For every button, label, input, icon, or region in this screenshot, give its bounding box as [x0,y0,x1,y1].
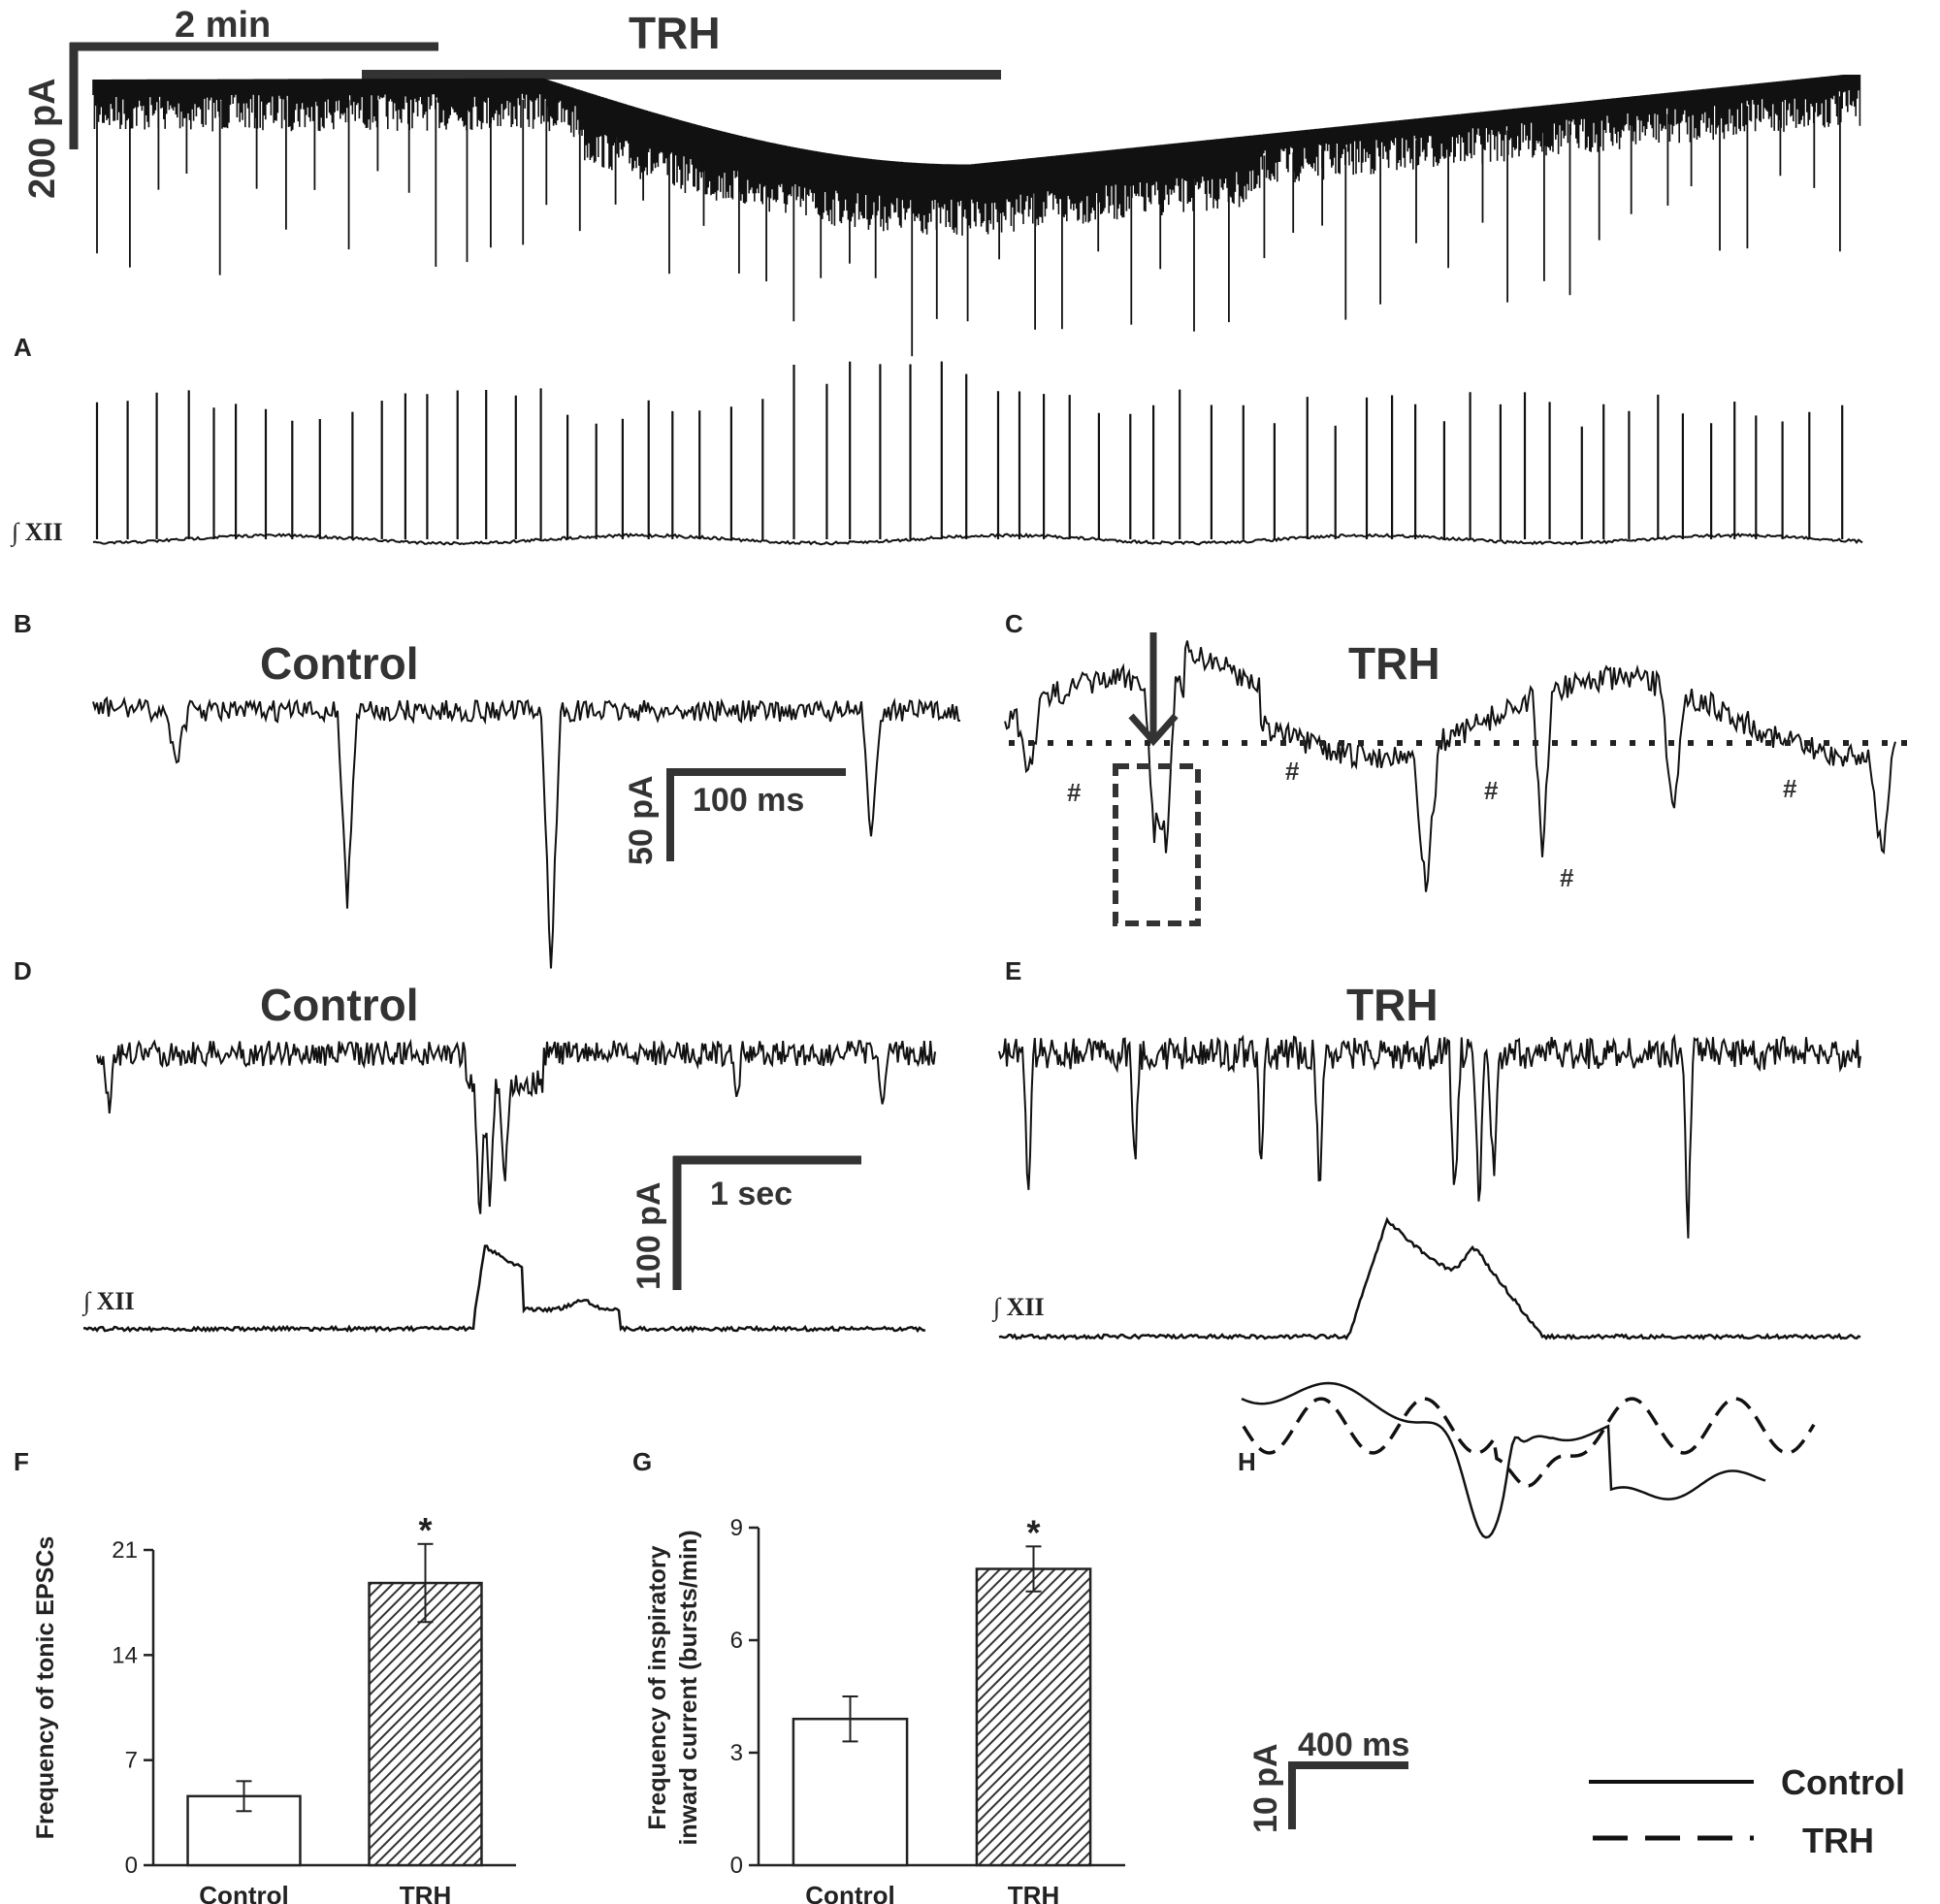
legend-trh-label: TRH [1802,1821,1874,1860]
panel-d-label: D [14,956,32,985]
category-label: TRH [1008,1881,1059,1904]
inspiratory-current-spikes [96,96,1841,357]
panel-a-current-scale-label: 200 pA [22,78,63,199]
panel-a-time-scale-label: 2 min [175,5,271,46]
panel-e-integrated-xii-trace [998,1216,1861,1341]
panel-e: E TRH ∫ XII [991,956,1861,1341]
burst-marker: # [1067,778,1082,807]
panel-d-xii-label: ∫ XII [81,1287,135,1316]
panel-h-current-scale-label: 10 pA [1247,1743,1284,1833]
y-tick-label: 14 [112,1642,138,1668]
panel-h-time-scale-label: 400 ms [1298,1727,1409,1763]
trh-application-label: TRH [629,8,721,58]
current-envelope [92,75,1861,236]
xii-baseline [92,532,1863,546]
xii-bursts [95,361,1844,539]
panel-c-label: C [1005,609,1023,638]
panel-e-current-trace [998,1033,1861,1239]
y-tick-label: 9 [730,1515,743,1541]
panel-c-trace [1004,640,1896,892]
panel-g-y-axis-label: inward current (bursts/min) [675,1530,702,1845]
panel-h-label: H [1238,1447,1256,1476]
panel-h: H 400 ms 10 pA Control TRH [1238,1381,1905,1860]
panel-b-current-scale-label: 50 pA [623,775,660,865]
panel-d-time-scale-label: 1 sec [710,1176,792,1212]
panel-g: G Frequency of inspiratory inward curren… [632,1447,1125,1904]
burst-marker: # [1783,774,1797,803]
panel-b-condition: Control [260,638,419,689]
panel-h-trh-trace [1242,1397,1816,1488]
panel-e-label: E [1005,956,1021,985]
y-tick-label: 21 [112,1537,138,1564]
bar-trh [975,1567,1092,1867]
y-tick-label: 7 [125,1748,138,1774]
y-tick-label: 0 [730,1853,743,1879]
panel-b: B Control 100 ms 50 pA [14,609,961,969]
panel-d-condition: Control [260,980,419,1030]
y-tick-label: 0 [125,1853,138,1879]
panel-e-condition: TRH [1346,980,1439,1030]
bar-trh [368,1581,483,1867]
category-label: Control [805,1881,894,1904]
significance-star: * [418,1510,432,1550]
panel-d: D Control ∫ XII 1 sec 100 pA [14,956,936,1334]
panel-a-xii-label: ∫ XII [10,518,63,547]
category-label: Control [199,1881,288,1904]
panel-c-highlight-box [1113,763,1201,926]
panel-c-condition: TRH [1348,638,1440,689]
legend-control-label: Control [1781,1762,1905,1802]
burst-marker: # [1285,757,1300,786]
category-label: TRH [400,1881,451,1904]
panel-c: C TRH # # # # # [1004,609,1909,926]
significance-star: * [1026,1512,1040,1552]
panel-g-label: G [632,1447,652,1476]
panel-d-current-trace [96,1038,936,1214]
panel-a-label: A [14,333,32,362]
panel-a-integrated-xii-trace [92,361,1863,546]
panel-f: F Frequency of tonic EPSCs 0 7 14 21Control… [14,1447,516,1904]
y-tick-label: 6 [730,1628,743,1654]
panel-g-y-axis-label: Frequency of inspiratory [644,1545,671,1829]
down-arrow-icon [1128,632,1179,747]
burst-marker: # [1560,863,1574,892]
panel-a-current-trace [92,75,1861,357]
burst-marker: # [1484,776,1499,805]
panel-d-integrated-xii-trace [83,1244,926,1334]
panel-h-control-trace [1241,1381,1766,1539]
panel-d-current-scale-label: 100 pA [630,1182,667,1291]
panel-b-trace [92,695,961,969]
panel-e-xii-label: ∫ XII [991,1293,1045,1322]
panel-b-label: B [14,609,32,638]
panel-f-y-axis-label: Frequency of tonic EPSCs [32,1536,59,1840]
panel-a: 2 min 200 pA TRH A ∫ XII [10,5,1863,547]
y-tick-label: 3 [730,1740,743,1766]
panel-b-time-scale-label: 100 ms [693,782,804,819]
panel-f-label: F [14,1447,29,1476]
bar-control [792,1717,909,1867]
